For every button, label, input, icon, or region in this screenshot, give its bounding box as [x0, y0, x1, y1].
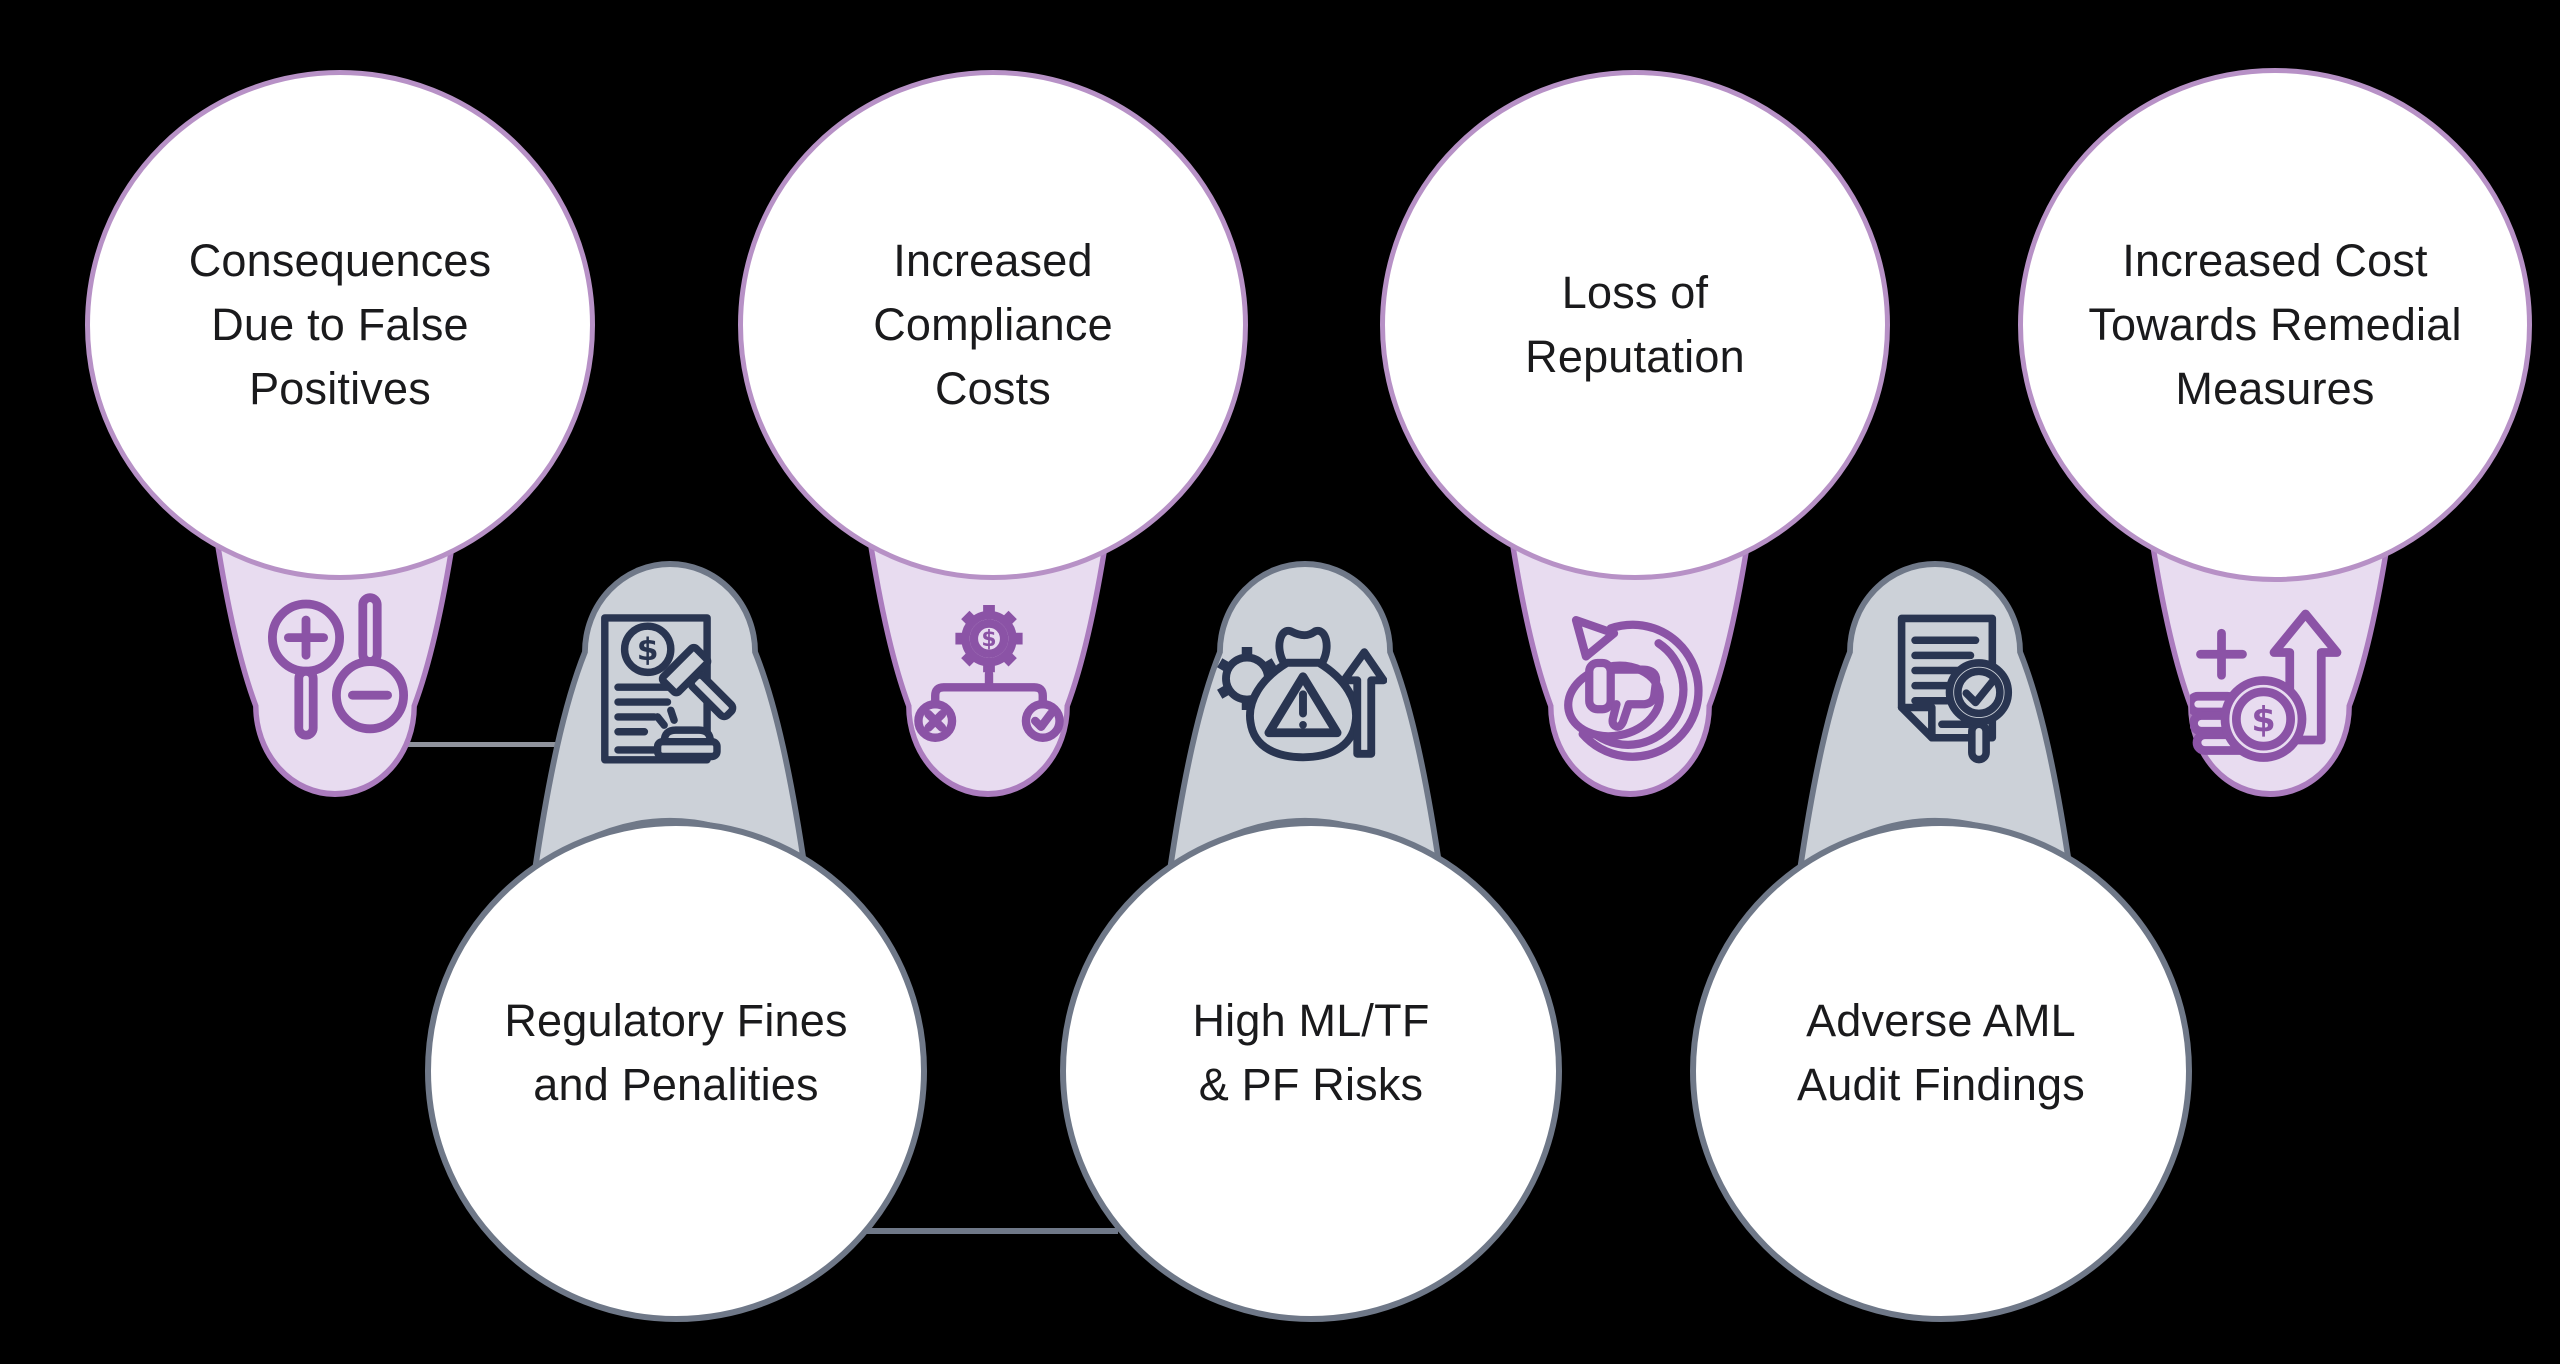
connector-line: [818, 1228, 1118, 1234]
connector-line: [398, 742, 578, 747]
risk-moneybag-arrow-icon: [1217, 627, 1387, 762]
audit-document-check-icon: [1897, 614, 2013, 764]
svg-text:$: $: [637, 632, 659, 668]
gear-dollar-flow-icon: $: [914, 605, 1064, 742]
fine-document-gavel-icon: $: [601, 614, 737, 764]
svg-text:$: $: [2251, 700, 2275, 740]
thumbs-down-refresh-icon: [1564, 616, 1703, 761]
bubble-circle-ml-tf-pf-risks: High ML/TF& PF Risks: [1060, 820, 1562, 1322]
magnifier-plus-minus-icon: [268, 593, 408, 740]
bubble-label: High ML/TF& PF Risks: [1192, 995, 1430, 1110]
rising-coins-icon: $: [2190, 609, 2342, 762]
svg-text:$: $: [981, 627, 996, 652]
